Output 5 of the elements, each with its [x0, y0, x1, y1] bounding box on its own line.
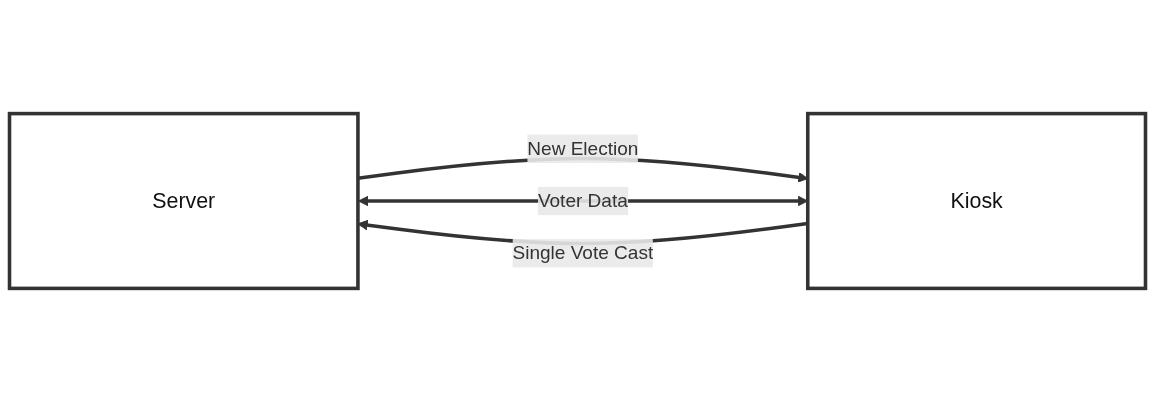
node-box: Server	[7, 111, 360, 291]
edge-label: Single Vote Cast	[512, 242, 654, 263]
node-box: Kiosk	[806, 111, 1148, 291]
edge-label: Voter Data	[537, 190, 628, 211]
edge-label: New Election	[527, 137, 639, 159]
